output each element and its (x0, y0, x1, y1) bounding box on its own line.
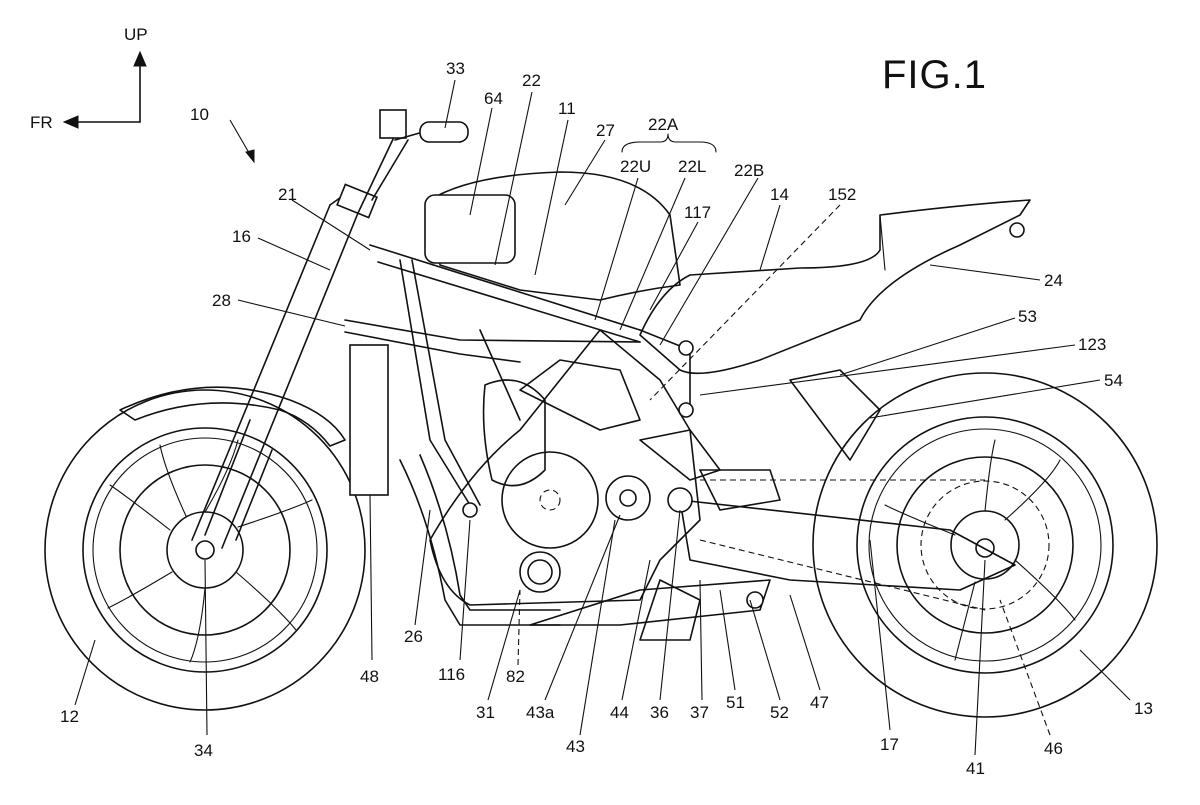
label-37: 37 (690, 703, 709, 722)
front-fork (191, 109, 469, 549)
label-13: 13 (1134, 699, 1153, 718)
label-17: 17 (880, 735, 899, 754)
label-82: 82 (506, 667, 525, 686)
label-27: 27 (596, 121, 615, 140)
seat-and-rear-cowl (639, 199, 1031, 461)
label-48: 48 (360, 667, 379, 686)
front-label: FR (30, 113, 53, 132)
mirror-mount (379, 109, 407, 139)
label-10: 10 (190, 105, 209, 124)
label-54: 54 (1104, 371, 1123, 390)
label-123: 123 (1078, 335, 1106, 354)
label-51: 51 (726, 693, 745, 712)
front-arrowhead (62, 115, 79, 129)
label-53: 53 (1018, 307, 1037, 326)
label-116: 116 (438, 665, 465, 684)
label-33: 33 (446, 59, 465, 78)
label-36: 36 (650, 703, 669, 722)
label-22U: 22U (620, 157, 651, 176)
up-label: UP (124, 25, 148, 44)
direction-indicator: UP FR (30, 25, 148, 132)
airbox (424, 194, 516, 264)
label-21: 21 (278, 185, 297, 204)
cylinder-head (482, 379, 546, 487)
figure-title: FIG.1 (882, 53, 987, 97)
label-11: 11 (558, 99, 576, 118)
label-43: 43 (566, 737, 585, 756)
label-22L: 22L (678, 157, 706, 176)
label-52: 52 (770, 703, 789, 722)
front-axle (195, 540, 215, 560)
label-43a: 43a (526, 703, 555, 722)
up-arrowhead (133, 50, 147, 67)
label-22A: 22A (648, 115, 679, 134)
label-12: 12 (60, 707, 79, 726)
label-41: 41 (966, 759, 985, 778)
label-46: 46 (1044, 739, 1063, 758)
handle-grip (419, 121, 469, 143)
reference-labels: 10 33 22 64 11 27 22A 22U 22L 22B 117 14… (60, 59, 1153, 778)
rear-frame-bracket (789, 369, 881, 461)
label-64: 64 (484, 89, 503, 108)
engine (429, 329, 721, 606)
label-44: 44 (610, 703, 629, 722)
label-22: 22 (522, 71, 541, 90)
label-117: 117 (684, 203, 711, 222)
label-14: 14 (770, 185, 789, 204)
label-24: 24 (1044, 271, 1063, 290)
label-34: 34 (194, 741, 213, 760)
swing-arm (667, 469, 1016, 611)
pivot (667, 487, 693, 513)
rear-wheel (812, 372, 1158, 718)
front-wheel (44, 386, 366, 711)
label-26: 26 (404, 627, 423, 646)
exhaust-system (349, 344, 771, 641)
body-frame (344, 244, 694, 518)
label-16: 16 (232, 227, 251, 246)
radiator (349, 344, 389, 496)
label-47: 47 (810, 693, 829, 712)
label-28: 28 (212, 291, 231, 310)
fuel-tank (424, 171, 681, 301)
label-152: 152 (828, 185, 856, 204)
leader-lines (74, 79, 1131, 756)
label-31: 31 (476, 703, 495, 722)
label-22B: 22B (734, 161, 764, 180)
rear-sprocket (920, 480, 1050, 610)
